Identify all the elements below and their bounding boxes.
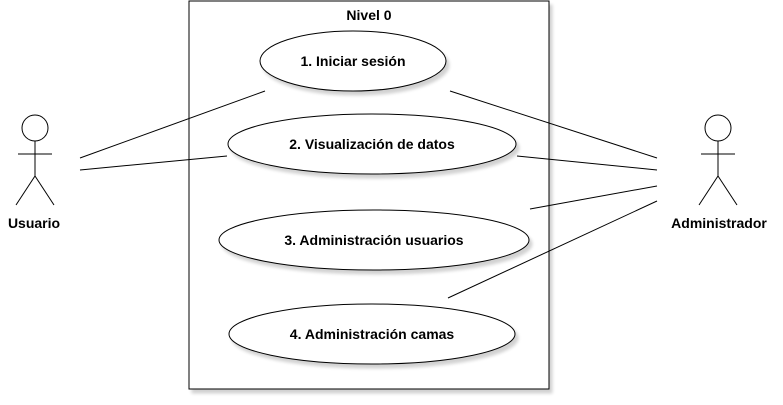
association-usuario-iniciar-sesion <box>79 90 266 159</box>
use-case-label: 1. Iniciar sesión <box>300 53 405 69</box>
stick-figure-icon <box>15 114 55 206</box>
association-admin-visualizacion <box>516 155 658 171</box>
association-admin-iniciar-sesion <box>449 90 658 159</box>
system-title: Nivel 0 <box>346 7 391 23</box>
use-case-administracion-camas[interactable]: 4. Administración camas <box>228 303 516 365</box>
actor-usuario[interactable]: Usuario <box>8 114 60 231</box>
use-case-visualizacion-datos[interactable]: 2. Visualización de datos <box>227 113 517 175</box>
associations <box>79 90 658 299</box>
association-usuario-visualizacion <box>79 155 228 171</box>
use-case-administracion-usuarios[interactable]: 3. Administración usuarios <box>218 209 530 271</box>
actor-administrador[interactable]: Administrador <box>671 114 767 231</box>
association-admin-usuarios <box>529 185 658 210</box>
use-case-label: 4. Administración camas <box>290 326 455 342</box>
actor-name: Administrador <box>671 215 767 231</box>
use-case-iniciar-sesion[interactable]: 1. Iniciar sesión <box>259 30 447 92</box>
stick-figure-icon <box>698 114 738 206</box>
association-admin-camas <box>447 200 658 299</box>
actor-name: Usuario <box>8 215 60 231</box>
use-case-label: 2. Visualización de datos <box>289 136 455 152</box>
use-case-label: 3. Administración usuarios <box>284 232 463 248</box>
